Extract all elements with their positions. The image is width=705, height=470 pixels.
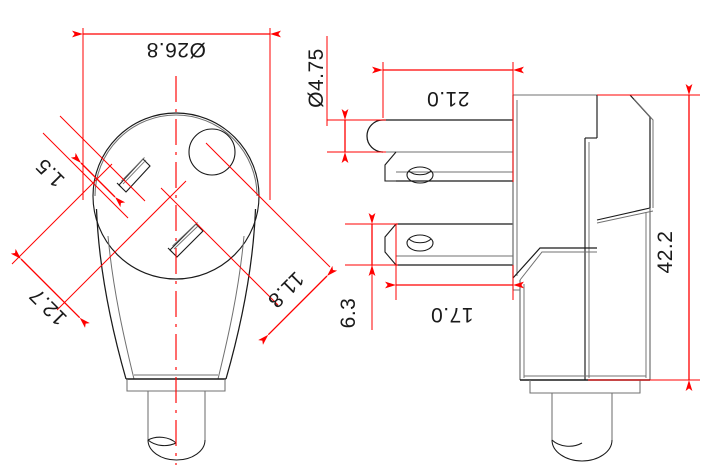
front-view-dimensions: Ø26.8 1.5 12.7 11.8: [10, 28, 338, 345]
side-cable-ellipse-arc: [551, 439, 583, 447]
ext-line-127-a: [11, 163, 113, 265]
dim-label-dia475: Ø4.75: [305, 48, 328, 108]
body-outline-left: [95, 208, 127, 380]
upper-blade-hole-inner: [408, 170, 432, 176]
dim-label-dia268: Ø26.8: [146, 38, 206, 61]
upper-blade-hole: [406, 166, 434, 184]
dim-line-15: [70, 152, 126, 208]
lower-blade-hole: [406, 234, 434, 252]
dim-label-63: 6.3: [337, 298, 360, 329]
upper-blade-chamfer: [384, 151, 397, 182]
body-outline-right: [225, 208, 257, 380]
lower-blade: [384, 223, 513, 266]
side-cable-bottom-arc: [551, 439, 613, 462]
body-inner-right: [217, 235, 245, 380]
blade-slot-centre-mid1: [173, 224, 200, 250]
body-inner-left: [107, 235, 135, 380]
dim-label-210: 21.0: [427, 87, 470, 110]
side-cable-assembly: [529, 380, 641, 462]
body-waist-line: [596, 207, 651, 221]
body-top-right-bevel-inner: [633, 98, 654, 208]
dim-label-422: 42.2: [654, 231, 677, 274]
blade-slot-left-mid1: [122, 159, 147, 185]
body-waist-line-inner: [596, 210, 654, 224]
cable-ellipse-left: [147, 436, 177, 444]
ext-line-118-a: [205, 142, 331, 268]
ground-pin-hole: [188, 128, 236, 176]
plug-face-inner-arc: [175, 114, 258, 197]
lower-blade-chamfer: [384, 223, 397, 266]
cable-ellipse-arc: [147, 439, 177, 447]
side-view-dimensions: Ø4.75 21.0 17.0 6.3 42.2: [305, 36, 700, 391]
dim-line-127: [10, 248, 90, 328]
body-lower-shoulder: [512, 247, 597, 279]
dim-line-118: [258, 265, 338, 345]
blade-slot-centre: [167, 222, 204, 258]
side-strain-relief-collar: [529, 380, 641, 394]
upper-blade: [366, 119, 513, 184]
lower-blade-hole-inner: [408, 238, 432, 244]
dim-label-170: 17.0: [431, 303, 474, 326]
blade-slot-centre-cap: [167, 247, 173, 253]
blade-slot-left-mid2: [121, 157, 145, 182]
cable-bottom-arc: [147, 439, 206, 461]
body-lower-shoulder-inner: [519, 251, 597, 281]
blade-slot-centre-mid2: [172, 222, 198, 247]
upper-blade-round-tip: [366, 119, 384, 153]
